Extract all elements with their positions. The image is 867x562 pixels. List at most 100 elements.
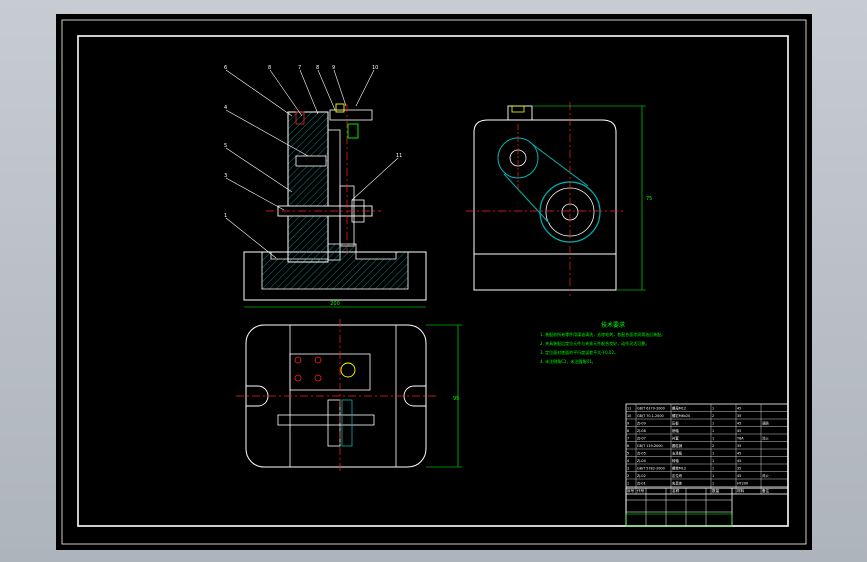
balloon-8b: 8 bbox=[316, 65, 319, 71]
parts-cell: 1 bbox=[712, 437, 714, 441]
outer-border bbox=[61, 19, 807, 545]
clamp-plate bbox=[329, 109, 373, 121]
notes-line-3: 3. 定位面对底面的平行度误差不大于0.02。 bbox=[540, 349, 618, 355]
parts-cell: 45 bbox=[737, 452, 741, 456]
parts-cell: 1 bbox=[712, 482, 714, 486]
parts-cell: 转轴 bbox=[672, 458, 679, 463]
side-base bbox=[473, 253, 617, 291]
parts-cell: ZJ-05 bbox=[637, 452, 646, 456]
parts-cell: ZJ-02 bbox=[637, 474, 646, 478]
parts-cell: 45 bbox=[737, 429, 741, 433]
guide-plate bbox=[327, 129, 341, 261]
side-top-screw bbox=[511, 105, 525, 113]
parts-cell: 10 bbox=[627, 414, 631, 418]
parts-cell: 11 bbox=[627, 407, 631, 411]
parts-cell: 2 bbox=[712, 444, 714, 448]
parts-cell: 2 bbox=[712, 414, 714, 418]
notes-title: 技术要求 bbox=[601, 321, 625, 329]
parts-header-cell: 代号 bbox=[637, 488, 645, 493]
leader-lines bbox=[225, 69, 399, 259]
front-width-dim: 200 bbox=[330, 301, 340, 307]
parts-header-cell: 数量 bbox=[712, 488, 720, 493]
parts-cell: 9 bbox=[627, 422, 629, 426]
parts-cell: 1 bbox=[712, 467, 714, 471]
parts-cell: GB/T 5782-2000 bbox=[637, 467, 665, 471]
parts-cell: 淬火 bbox=[762, 473, 769, 478]
parts-cell: GB/T 6170-2000 bbox=[637, 407, 665, 411]
balloon-3: 3 bbox=[224, 173, 227, 179]
balloon-1: 1 bbox=[224, 213, 227, 219]
parts-cell: ZJ-01 bbox=[637, 482, 646, 486]
screw-highlight-1 bbox=[335, 103, 345, 113]
parts-cell: ZJ-08 bbox=[637, 429, 646, 433]
parts-cell: 45 bbox=[737, 474, 741, 478]
parts-cell: 2 bbox=[627, 474, 629, 478]
parts-cell: 淬火 bbox=[762, 436, 769, 441]
parts-cell: 1 bbox=[627, 482, 629, 486]
pin-top bbox=[295, 111, 305, 125]
side-view: 75 bbox=[466, 102, 652, 296]
parts-cell: 1 bbox=[712, 407, 714, 411]
parts-cell: 35 bbox=[737, 467, 741, 471]
parts-cell: 夹具体 bbox=[672, 481, 683, 486]
parts-header-cell: 备注 bbox=[762, 488, 770, 493]
top-bolt bbox=[277, 414, 375, 426]
parts-cell: ZJ-04 bbox=[637, 459, 646, 463]
cad-drawing-viewport[interactable]: 200 6 8 7 8 9 10 4 5 3 1 11 bbox=[56, 14, 812, 550]
notes-line-2: 2. 夹具装配后定位元件与夹紧元件配合良好，动作灵活可靠。 bbox=[540, 340, 649, 346]
column-section bbox=[287, 111, 329, 263]
parts-cell: 45 bbox=[737, 459, 741, 463]
parts-cell: ZJ-09 bbox=[637, 422, 646, 426]
top-view: 95 bbox=[236, 319, 462, 474]
top-screw-highlight bbox=[340, 362, 356, 378]
notes-line-4: 4. 未注倒角C1，未注圆角R1。 bbox=[540, 358, 596, 364]
pin-mid bbox=[295, 155, 327, 167]
balloon-11: 11 bbox=[396, 153, 402, 159]
top-height-dim: 95 bbox=[453, 396, 459, 402]
parts-cell: 1 bbox=[712, 459, 714, 463]
parts-cell: 调质 bbox=[762, 421, 769, 426]
parts-cell: 35 bbox=[737, 414, 741, 418]
balloon-4: 4 bbox=[224, 105, 227, 111]
parts-cell: 销轴 bbox=[672, 428, 679, 433]
balloon-5: 5 bbox=[224, 143, 227, 149]
side-height-dim: 75 bbox=[646, 196, 652, 202]
parts-cell: 6 bbox=[627, 444, 629, 448]
balloon-7: 7 bbox=[298, 65, 301, 71]
parts-cell: ZJ-07 bbox=[637, 437, 646, 441]
side-body-outline bbox=[473, 119, 617, 255]
balloon-10: 10 bbox=[372, 65, 378, 71]
parts-cell: 螺母M12 bbox=[672, 406, 686, 411]
base-hatched-section bbox=[261, 243, 409, 290]
parts-cell: 7 bbox=[627, 437, 629, 441]
parts-header-cell: 序号 bbox=[627, 488, 635, 493]
parts-cell: 5 bbox=[627, 452, 629, 456]
parts-cell: 3 bbox=[627, 467, 629, 471]
screw-highlight-2 bbox=[347, 123, 359, 139]
parts-cell: 1 bbox=[712, 422, 714, 426]
parts-cell: GB/T 70.1-2000 bbox=[637, 414, 664, 418]
notes-line-1: 1. 装配前所有零件用煤油清洗，去除毛刺，各配合面涂润滑油后装配。 bbox=[540, 331, 665, 337]
parts-cell: 45 bbox=[737, 422, 741, 426]
hole-marks bbox=[294, 356, 322, 382]
parts-cell: 1 bbox=[712, 474, 714, 478]
parts-cell: 压板 bbox=[672, 421, 679, 426]
top-body-outline bbox=[245, 324, 427, 468]
parts-cell: 1 bbox=[712, 429, 714, 433]
parts-cell: T8A bbox=[736, 437, 744, 441]
technical-notes: 技术要求 1. 装配前所有零件用煤油清洗，去除毛刺，各配合面涂润滑油后装配。 2… bbox=[540, 321, 665, 364]
drawing-sheet: 200 6 8 7 8 9 10 4 5 3 1 11 bbox=[61, 19, 807, 545]
parts-cell: 4 bbox=[627, 459, 629, 463]
parts-cell: 定位块 bbox=[672, 473, 683, 478]
parts-header-cell: 材料 bbox=[737, 488, 745, 493]
parts-cell: 1 bbox=[712, 452, 714, 456]
parts-cell: HT200 bbox=[737, 482, 748, 486]
parts-cell: 螺钉M6x20 bbox=[672, 413, 690, 418]
front-section-view: 200 6 8 7 8 9 10 4 5 3 1 11 bbox=[224, 65, 427, 308]
parts-cell: 圆柱销 bbox=[672, 443, 683, 448]
parts-cell: 35 bbox=[737, 444, 741, 448]
title-block bbox=[625, 487, 789, 527]
top-roller bbox=[327, 399, 341, 447]
parts-cell: 螺栓M12 bbox=[672, 466, 686, 471]
top-block bbox=[289, 353, 371, 391]
